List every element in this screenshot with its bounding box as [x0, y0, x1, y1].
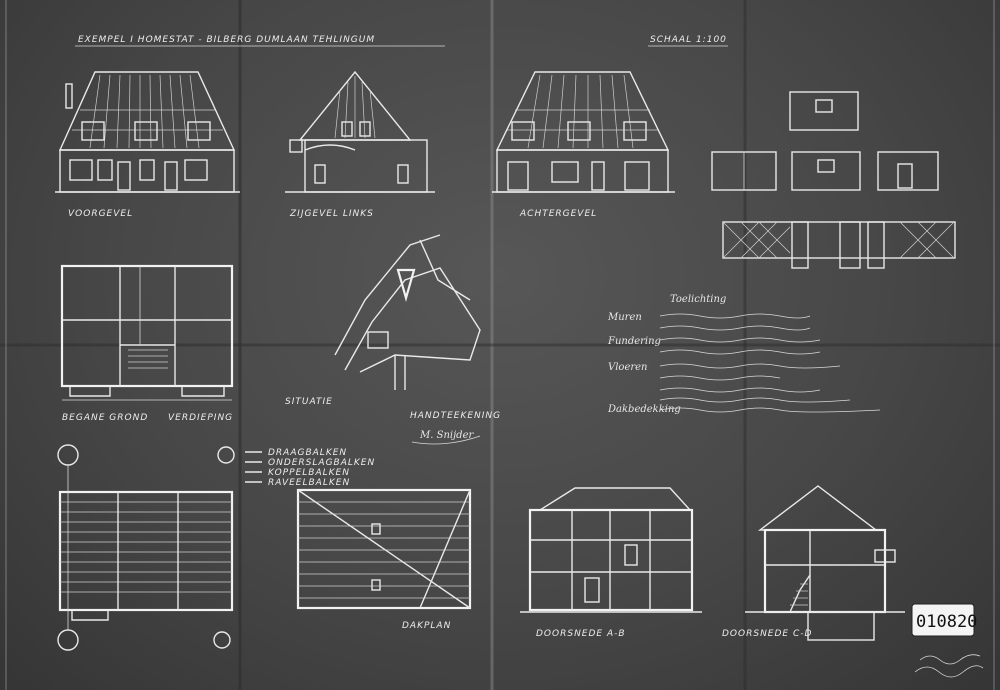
- archive-sticker: 010820: [911, 603, 977, 637]
- label-situation: SITUATIE: [285, 397, 333, 407]
- rear-elevation: [492, 71, 675, 193]
- label-rear-elevation: ACHTERGEVEL: [519, 209, 597, 219]
- situation-plan: [334, 234, 481, 390]
- sheet-scale: SCHAAL 1:100: [650, 35, 727, 45]
- section-a-b: [520, 487, 702, 613]
- notes-line: Muren: [607, 312, 642, 323]
- label-side-elevation: ZIJGEVEL LINKS: [289, 209, 374, 219]
- notes-line: Vloeren: [608, 362, 648, 373]
- archive-number: 010820: [916, 612, 977, 632]
- label-upper-floor: VERDIEPING: [168, 413, 233, 423]
- sheet-title: EXEMPEL I HOMESTAT - BILBERG DUMLAAN TEH…: [78, 35, 375, 45]
- construction-notes: Toelichting Muren Fundering Vloeren Dakb…: [607, 294, 881, 415]
- label-roof-plan: DAKPLAN: [402, 621, 451, 631]
- legend-item: KOPPELBALKEN: [268, 468, 350, 478]
- beam-legend: DRAAGBALKEN ONDERSLAGBALKEN KOPPELBALKEN…: [245, 448, 375, 488]
- label-section-ab: DOORSNEDE A-B: [536, 629, 626, 639]
- fence-elevation: [722, 221, 956, 269]
- signature: M. Snijder: [419, 430, 475, 441]
- legend-item: ONDERSLAGBALKEN: [268, 458, 375, 468]
- floor-beam-plan: [57, 444, 235, 651]
- section-c-d: [745, 485, 905, 641]
- notes-line: Dakbedekking: [607, 404, 681, 415]
- roof-plan: [296, 488, 472, 610]
- stamp-label: HANDTEEKENING: [410, 411, 501, 421]
- label-front-elevation: VOORGEVEL: [68, 209, 133, 219]
- ground-floor-plan: [60, 264, 234, 401]
- notes-line: Fundering: [607, 336, 661, 347]
- shed-details: [711, 91, 939, 191]
- legend-item: RAVEELBALKEN: [268, 478, 350, 488]
- label-section-cd: DOORSNEDE C-D: [722, 629, 812, 639]
- notes-header: Toelichting: [670, 294, 726, 305]
- legend-item: DRAAGBALKEN: [268, 448, 347, 458]
- front-elevation: [55, 71, 240, 193]
- side-elevation: [285, 70, 435, 193]
- label-ground-floor: BEGANE GROND: [62, 413, 148, 423]
